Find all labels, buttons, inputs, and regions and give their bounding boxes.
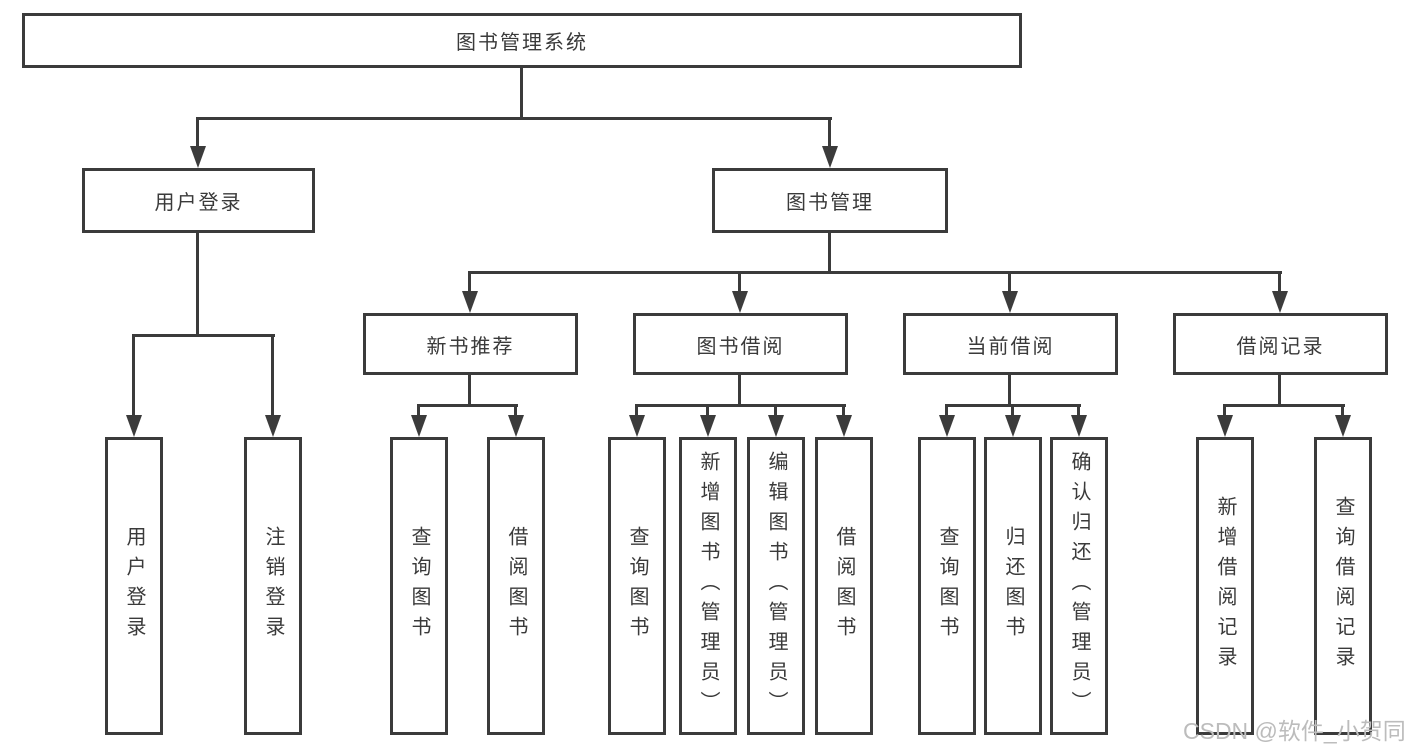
leaf-query-borrow-record-label: 查询借阅记录 <box>1332 496 1354 676</box>
node-borrowing-records: 借阅记录 <box>1173 313 1388 375</box>
arrow-to-leaf-return-books <box>1005 415 1021 437</box>
connector-borrowing-drop-4 <box>842 404 845 417</box>
leaf-add-books-admin: 新增图书（管理员） <box>679 437 737 735</box>
leaf-query-borrow-record: 查询借阅记录 <box>1314 437 1372 735</box>
arrow-to-current-borrowing <box>1002 291 1018 313</box>
node-current-borrowing-label: 当前借阅 <box>966 335 1055 358</box>
node-book-management-label: 图书管理 <box>786 192 874 214</box>
connector-borrowing-drop-2 <box>706 404 709 417</box>
node-root-label: 图书管理系统 <box>456 32 588 54</box>
connector-user-login-bar <box>132 334 275 337</box>
arrow-to-leaf-add-books-admin <box>700 415 716 437</box>
leaf-borrow-books-borrowing-label: 借阅图书 <box>833 526 855 646</box>
connector-borrowing-drop-3 <box>774 404 777 417</box>
leaf-query-books-borrowing-label: 查询图书 <box>626 526 648 646</box>
arrow-to-leaf-query-books-current <box>939 415 955 437</box>
connector-root-drop-left <box>196 117 199 148</box>
connector-borrowing-bar <box>635 404 846 407</box>
leaf-edit-books-admin-label: 编辑图书（管理员） <box>765 451 787 721</box>
connector-records-drop-1 <box>1223 404 1226 417</box>
leaf-borrow-books-recommend: 借阅图书 <box>487 437 545 735</box>
csdn-watermark: CSDN @软件_小贺同学 <box>1183 718 1405 744</box>
connector-records-bar <box>1223 404 1345 407</box>
connector-book-mgmt-drop-3 <box>1008 271 1011 293</box>
leaf-logout: 注销登录 <box>244 437 302 735</box>
connector-book-mgmt-drop-2 <box>738 271 741 293</box>
node-book-borrowing-label: 图书借阅 <box>696 335 785 358</box>
leaf-query-books-recommend-label: 查询图书 <box>408 526 430 646</box>
node-new-book-recommend: 新书推荐 <box>363 313 578 375</box>
connector-recommend-drop-2 <box>514 404 517 417</box>
node-new-book-recommend-label: 新书推荐 <box>426 335 515 358</box>
arrow-to-leaf-query-borrow-record <box>1335 415 1351 437</box>
connector-book-mgmt-bar <box>468 271 1282 274</box>
leaf-return-books-label: 归还图书 <box>1002 526 1024 646</box>
leaf-query-books-recommend: 查询图书 <box>390 437 448 735</box>
connector-user-login-drop-1 <box>132 334 135 417</box>
connector-recommend-bar <box>417 404 518 407</box>
connector-root-bar <box>196 117 832 120</box>
arrow-to-leaf-add-borrow-record <box>1217 415 1233 437</box>
connector-root-stem <box>520 68 523 119</box>
arrow-to-book-management <box>822 146 838 168</box>
connector-records-stem <box>1278 375 1281 407</box>
arrow-to-leaf-query-books-recommend <box>411 415 427 437</box>
connector-recommend-stem <box>468 375 471 407</box>
connector-recommend-drop-1 <box>417 404 420 417</box>
node-current-borrowing: 当前借阅 <box>903 313 1118 375</box>
connector-current-stem <box>1008 375 1011 407</box>
node-user-login: 用户登录 <box>82 168 315 233</box>
connector-book-mgmt-drop-4 <box>1278 271 1281 293</box>
connector-borrowing-stem <box>738 375 741 407</box>
connector-current-drop-3 <box>1077 404 1080 417</box>
node-user-login-label: 用户登录 <box>154 192 243 214</box>
arrow-to-leaf-edit-books-admin <box>768 415 784 437</box>
connector-records-drop-2 <box>1341 404 1344 417</box>
arrow-to-leaf-borrow-books-recommend <box>508 415 524 437</box>
connector-current-drop-1 <box>945 404 948 417</box>
connector-user-login-stem <box>196 233 199 337</box>
leaf-logout-label: 注销登录 <box>262 526 284 646</box>
leaf-user-login-label: 用户登录 <box>123 526 145 646</box>
connector-book-mgmt-stem <box>828 233 831 274</box>
node-book-management: 图书管理 <box>712 168 948 233</box>
connector-user-login-drop-2 <box>271 334 274 417</box>
leaf-add-borrow-record-label: 新增借阅记录 <box>1214 496 1236 676</box>
arrow-to-borrowing-records <box>1272 291 1288 313</box>
leaf-query-books-current-label: 查询图书 <box>936 526 958 646</box>
leaf-add-borrow-record: 新增借阅记录 <box>1196 437 1254 735</box>
leaf-user-login: 用户登录 <box>105 437 163 735</box>
node-borrowing-records-label: 借阅记录 <box>1236 335 1325 358</box>
arrow-to-new-book-recommend <box>462 291 478 313</box>
leaf-return-books: 归还图书 <box>984 437 1042 735</box>
leaf-query-books-borrowing: 查询图书 <box>608 437 666 735</box>
leaf-add-books-admin-label: 新增图书（管理员） <box>697 451 719 721</box>
arrow-to-leaf-confirm-return <box>1071 415 1087 437</box>
node-book-borrowing: 图书借阅 <box>633 313 848 375</box>
arrow-to-leaf-logout <box>265 415 281 437</box>
connector-borrowing-drop-1 <box>635 404 638 417</box>
leaf-confirm-return-admin: 确认归还（管理员） <box>1050 437 1108 735</box>
leaf-query-books-current: 查询图书 <box>918 437 976 735</box>
connector-current-drop-2 <box>1011 404 1014 417</box>
arrow-to-user-login <box>190 146 206 168</box>
connector-book-mgmt-drop-1 <box>468 271 471 293</box>
arrow-to-leaf-query-books-borrowing <box>629 415 645 437</box>
arrow-to-leaf-borrow-books-borrowing <box>836 415 852 437</box>
leaf-confirm-return-admin-label: 确认归还（管理员） <box>1068 451 1090 721</box>
leaf-borrow-books-recommend-label: 借阅图书 <box>505 526 527 646</box>
node-root: 图书管理系统 <box>22 13 1022 68</box>
leaf-borrow-books-borrowing: 借阅图书 <box>815 437 873 735</box>
leaf-edit-books-admin: 编辑图书（管理员） <box>747 437 805 735</box>
connector-root-drop-right <box>828 117 831 148</box>
arrow-to-leaf-user-login <box>126 415 142 437</box>
arrow-to-book-borrowing <box>732 291 748 313</box>
